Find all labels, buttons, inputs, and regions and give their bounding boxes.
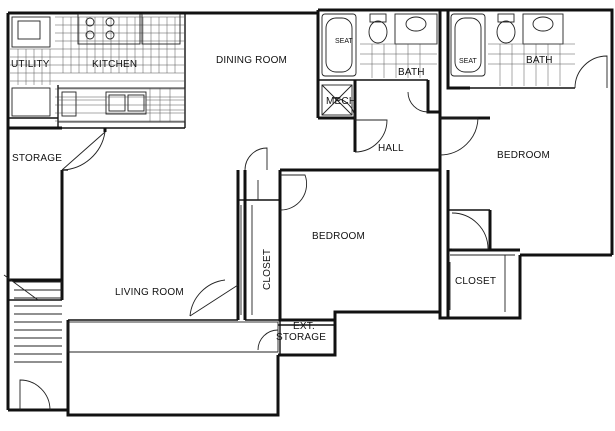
- ext-storage-label-line1: EXT.: [293, 321, 315, 332]
- bath-fixtures: [321, 13, 575, 116]
- bedroom-2-label: BEDROOM: [497, 150, 550, 161]
- kitchen-label: KITCHEN: [92, 59, 137, 70]
- seat-2-label: SEAT: [459, 58, 477, 65]
- dining-room-label: DINING ROOM: [216, 55, 287, 66]
- stairs: [3, 274, 62, 363]
- closet-2-label: CLOSET: [455, 276, 496, 287]
- room-labels: UTILITY KITCHEN DINING ROOM STORAGE LIVI…: [11, 55, 553, 343]
- seat-1-label: SEAT: [335, 38, 353, 45]
- fixture-labels: SEAT SEAT: [335, 38, 477, 65]
- closet-1-label: CLOSET: [262, 249, 273, 290]
- storage-label: STORAGE: [12, 153, 62, 164]
- utility-label: UTILITY: [11, 59, 50, 70]
- bedroom-1-label: BEDROOM: [312, 231, 365, 242]
- ext-storage-label-line2: STORAGE: [276, 332, 326, 343]
- kitchen-fixtures: [10, 13, 186, 123]
- living-room-label: LIVING ROOM: [115, 287, 184, 298]
- mech-label: MECH: [326, 96, 356, 107]
- hall-label: HALL: [378, 143, 404, 154]
- bath-2-label: BATH: [526, 55, 553, 66]
- door-swings: [19, 55, 608, 411]
- closet-shelves: [67, 205, 515, 353]
- bath-1-label: BATH: [398, 67, 425, 78]
- outer-walls: [6, 8, 614, 417]
